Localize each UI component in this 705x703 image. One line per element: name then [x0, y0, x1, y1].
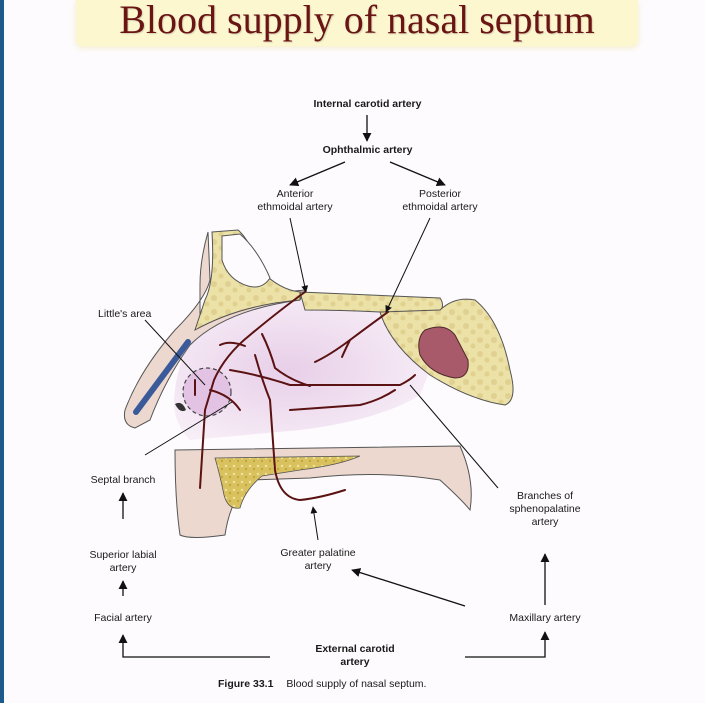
arrow-to-greater-palatine: [351, 568, 466, 607]
palatine-bone: [214, 455, 361, 509]
label-littles-area: Little's area: [98, 308, 152, 320]
left-edge-bar: [0, 0, 4, 703]
figure-caption-text: Blood supply of nasal septum.: [286, 678, 427, 690]
label-posterior-ethmoidal: Posterior ethmoidal artery: [402, 188, 478, 213]
flow-arrows: [118, 115, 550, 658]
arrow-eca-to-facial: [118, 634, 270, 658]
nostril: [175, 402, 186, 412]
arrow-to-anterior-ethmoidal: [289, 161, 346, 187]
nasal-bone-strip: [133, 339, 191, 415]
label-facial-artery: Facial artery: [94, 612, 152, 624]
label-greater-palatine: Greater palatine artery: [280, 547, 356, 572]
label-ophthalmic: Ophthalmic artery: [322, 144, 413, 156]
arrow-eca-to-maxillary: [465, 631, 550, 658]
sphenopalatine-pointer: [409, 384, 499, 489]
label-internal-carotid: Internal carotid artery: [313, 98, 422, 110]
littles-area-pointer: [144, 319, 206, 386]
label-superior-labial: Superior labial artery: [89, 549, 157, 574]
arrow-to-posterior-ethmoidal: [389, 161, 446, 187]
label-septal-branch: Septal branch: [90, 474, 156, 486]
pointer-lines: [144, 217, 499, 541]
title-banner: [76, 0, 638, 46]
greater-palatine-pointer: [310, 506, 319, 541]
frontal-sinus: [221, 233, 271, 288]
page-title: Blood supply of nasal septum: [119, 0, 595, 42]
label-anterior-ethmoidal: Anterior ethmoidal artery: [257, 188, 333, 213]
septal-branch-pointer: [144, 401, 233, 456]
label-external-carotid: External carotid artery: [315, 643, 395, 668]
sphenoid-sinus: [418, 326, 469, 379]
cribriform-plate: [299, 291, 443, 313]
arteries: [194, 291, 416, 502]
anterior-ethmoidal-pointer: [289, 217, 309, 293]
label-maxillary-artery: Maxillary artery: [509, 612, 581, 624]
label-sphenopalatine: Branches of sphenopalatine artery: [509, 490, 581, 528]
littles-area-circle: [182, 367, 232, 417]
figure-number: Figure 33.1: [218, 678, 274, 690]
septal-mucosa: [174, 300, 430, 440]
posterior-ethmoidal-pointer: [385, 217, 431, 313]
figure-caption: Figure 33.1 Blood supply of nasal septum…: [218, 678, 426, 690]
